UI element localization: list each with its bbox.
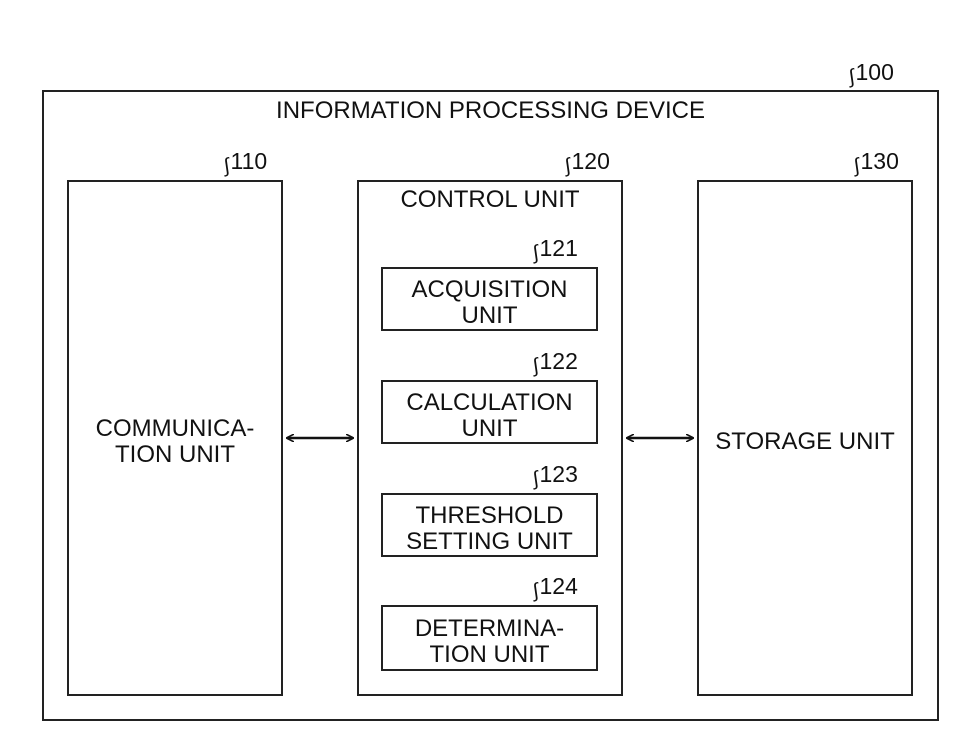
connector-arrows: [0, 0, 954, 750]
